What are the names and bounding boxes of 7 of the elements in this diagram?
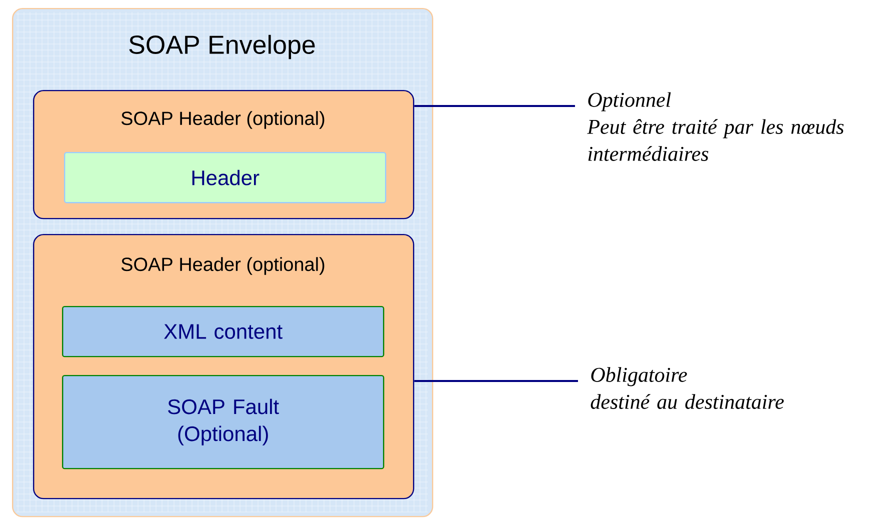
annotation-text: Obligatoire destiné au destinataire xyxy=(590,367,784,409)
content-box: Header xyxy=(64,152,386,204)
annotation-text: Optionnel Peut être traité par les nœuds intermédiaires xyxy=(587,92,844,161)
content-box: SOAP Fault (Optional) xyxy=(62,374,384,470)
leader-line xyxy=(414,380,578,382)
content-box: XML content xyxy=(62,306,384,358)
leader-line xyxy=(414,105,575,107)
